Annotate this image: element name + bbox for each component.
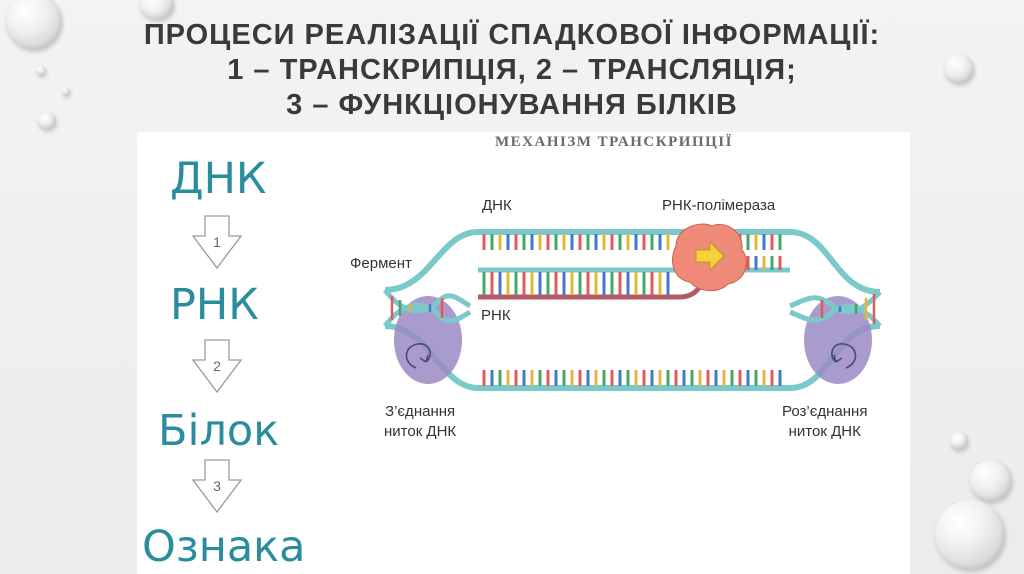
label-enzyme: Фермент [350,254,412,274]
flow-step-dna: ДНК [170,158,266,201]
label-dna: ДНК [482,196,512,216]
water-drop [970,460,1012,502]
label-line: ниток ДНК [384,422,456,442]
label-line: З’єднання [384,402,456,422]
diagram-title: МЕХАНІЗМ ТРАНСКРИПЦІЇ [495,134,733,151]
title-line: 3 – функціонування білків [0,88,1024,123]
water-drop [950,432,968,450]
flow-step-trait: Ознака [142,526,306,569]
label-strand-joining: З’єднання ниток ДНК [384,402,456,442]
label-line: ниток ДНК [782,422,867,442]
water-drop [935,500,1005,570]
label-strand-separation: Роз’єднання ниток ДНК [782,402,867,442]
title-line: Процеси реалізації спадкової інформації: [0,18,1024,53]
label-rna: РНК [481,306,511,326]
flow-step-rna: РНК [170,284,259,327]
label-rna-polymerase: РНК-полімераза [662,196,775,216]
label-line: Роз’єднання [782,402,867,422]
water-drop [140,0,174,20]
title-line: 1 – транскрипція, 2 – трансляція; [0,53,1024,88]
flow-step-protein: Білок [158,410,279,453]
slide-title: Процеси реалізації спадкової інформації:… [0,18,1024,123]
